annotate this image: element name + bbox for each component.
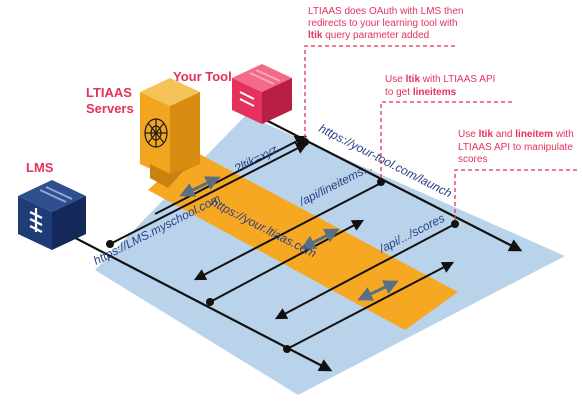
ltiaas-title-line2: Servers [86,101,134,116]
note3-line2: LTIAAS API to manipulate [458,142,573,153]
note1-line3: ltik query parameter added [308,30,429,41]
junction-dots [106,138,459,353]
note-oauth-redirect: LTIAAS does OAuth with LMS then redirect… [308,6,463,41]
ltiaas-server-icon [140,78,200,188]
tool-box-icon [232,64,292,124]
lms-box-icon [18,180,86,250]
note2-line1: Use ltik with LTIAAS API [385,74,495,85]
note3-line1: Use ltik and lineitem with [458,129,574,140]
note2-line2: to get lineitems [385,87,457,98]
tool-title: Your Tool [173,69,232,84]
callout-lines [304,45,578,220]
note3-line3: scores [458,154,487,165]
ltiaas-title-line1: LTIAAS [86,85,132,100]
ltiaas-crossing-arrows [179,176,399,301]
note1-line1: LTIAAS does OAuth with LMS then [308,6,463,17]
note-manipulate-scores: Use ltik and lineitem with LTIAAS API to… [458,129,574,165]
note-get-lineitems: Use ltik with LTIAAS API to get lineitem… [385,74,495,98]
lms-title: LMS [26,160,54,175]
note1-line2: redirects to your learning tool with [308,18,458,29]
